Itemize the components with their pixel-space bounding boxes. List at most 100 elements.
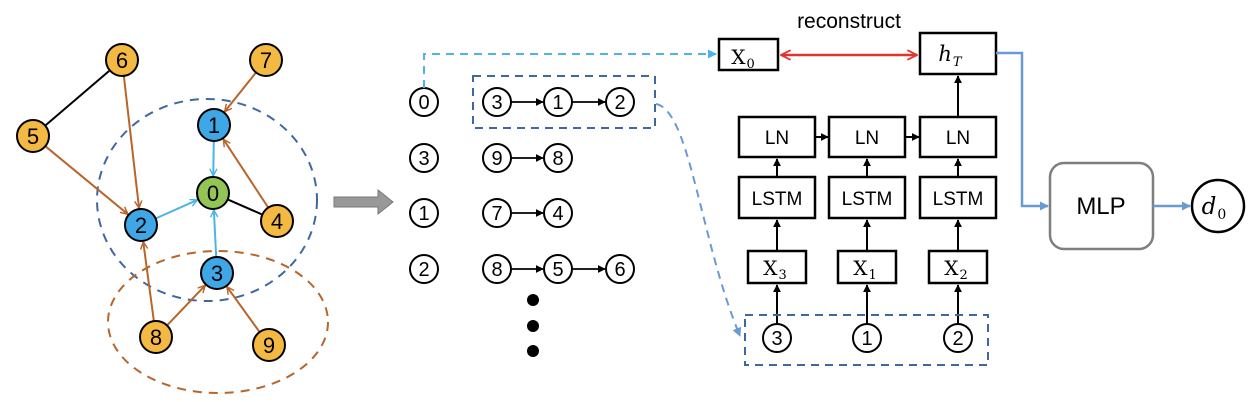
embedding-label: X2 <box>944 256 968 283</box>
graph-node-label: 4 <box>271 209 283 234</box>
output-sub: 0 <box>1217 207 1226 223</box>
selected-sequence-box <box>472 75 656 129</box>
input-graph: 0 1 2 3 4 5 6 7 8 9 <box>16 43 329 394</box>
sequence-node-label: 8 <box>552 148 563 170</box>
lstm-box <box>827 175 907 220</box>
neighborhood-region-1hop <box>96 98 318 302</box>
x0-box: X0 <box>717 37 780 72</box>
graph-edge-8-2 <box>143 242 155 322</box>
sequence-chain-node: 5 <box>543 254 573 284</box>
lstm-label: LSTM <box>933 189 984 210</box>
sequence-to-inputs-connector <box>655 103 742 337</box>
embedding-symbol: X <box>853 256 868 280</box>
output-label: d <box>1202 194 1217 220</box>
sequence-node-label: 3 <box>418 148 429 170</box>
hidden-state-box: hT <box>918 31 998 76</box>
graph-nodes: 0 1 2 3 4 5 6 7 8 9 <box>16 43 294 362</box>
graph-node-7: 7 <box>249 43 283 77</box>
x0-sub: 0 <box>746 57 754 72</box>
sequence-chain-node: 4 <box>543 198 573 228</box>
sequence-node-label: 0 <box>418 92 429 114</box>
graph-edge-0-4 <box>227 198 262 216</box>
graph-node-1: 1 <box>197 108 231 142</box>
graph-node-0: 0 <box>196 176 230 210</box>
mlp-label: MLP <box>1076 193 1125 220</box>
graph-edge-7-1 <box>225 71 257 111</box>
input-nodes-box <box>744 314 989 366</box>
embedding-label: X3 <box>763 256 787 283</box>
ln-box <box>737 115 817 159</box>
reconstruct-label: reconstruct <box>797 10 901 33</box>
graph-node-4: 4 <box>260 204 294 238</box>
svg-text:d0: d0 <box>1202 194 1227 223</box>
ln-box <box>918 115 998 159</box>
lstm-label: LSTM <box>842 189 893 210</box>
embedding-subscript: 1 <box>868 268 876 283</box>
input-node-label: 1 <box>861 328 872 350</box>
graph-edges <box>44 70 270 333</box>
sequence-node-label: 1 <box>552 92 563 114</box>
graph-edge-3-0 <box>214 210 216 258</box>
sequence-root-node: 2 <box>409 254 439 284</box>
sequence-chain-node: 2 <box>605 87 635 117</box>
input-node-label: 3 <box>771 328 782 350</box>
mlp-box: MLP <box>1048 161 1155 251</box>
hT-to-mlp-connector <box>996 51 1049 211</box>
graph-node-label: 8 <box>150 325 162 350</box>
sequence-chain-node: 7 <box>482 198 512 228</box>
graph-node-3: 3 <box>200 256 234 290</box>
output-node: d0 <box>1190 178 1246 234</box>
sequence-root-node: 0 <box>409 87 439 117</box>
graph-node-label: 9 <box>263 333 275 358</box>
graph-node-2: 2 <box>124 208 158 242</box>
hT-sub: T <box>953 55 963 70</box>
graph-edge-4-1 <box>223 139 270 209</box>
sequence-root-node: 1 <box>409 198 439 228</box>
graph-node-8: 8 <box>139 320 173 354</box>
embedding-subscript: 3 <box>778 268 786 283</box>
sequence-chain-node: 8 <box>482 254 512 284</box>
sequence-root-node: 3 <box>409 143 439 173</box>
sequence-node-label: 2 <box>614 92 625 114</box>
ln-label: LN <box>855 128 879 149</box>
graph-node-5: 5 <box>16 119 50 153</box>
more-sequences-ellipsis <box>527 294 539 357</box>
sequence-chain-node: 1 <box>543 87 573 117</box>
sequence-chain-node: 8 <box>543 143 573 173</box>
graph-edge-6-2 <box>122 75 139 208</box>
sequence-node-label: 5 <box>552 259 563 281</box>
hT-label: h <box>938 42 952 66</box>
graph-node-6: 6 <box>105 43 139 77</box>
input-node-label: 2 <box>952 328 963 350</box>
graph-node-label: 0 <box>207 181 219 206</box>
sequence-node-label: 8 <box>491 259 502 281</box>
sequence-node-label: 1 <box>418 203 429 225</box>
sequence-chain-node: 6 <box>605 254 635 284</box>
graph-node-label: 6 <box>116 48 128 73</box>
graph-edge-2-0 <box>155 200 198 220</box>
ln-label: LN <box>765 128 789 149</box>
svg-text:X0: X0 <box>731 45 755 72</box>
graph-node-label: 7 <box>260 48 272 73</box>
x0-label: X <box>731 45 746 69</box>
embedding-label: X1 <box>853 256 877 283</box>
neighborhood-region-2hop <box>107 250 329 394</box>
sequence-node-label: 3 <box>491 92 502 114</box>
sequence-row: 0 3 1 2 <box>409 87 635 117</box>
sequence-node-label: 2 <box>418 259 429 281</box>
root-to-x0-connector <box>423 49 717 88</box>
graph-node-label: 2 <box>135 213 147 238</box>
lstm-label: LSTM <box>752 189 803 210</box>
sequence-node-label: 6 <box>614 259 625 281</box>
graph-edge-5-2 <box>44 145 128 214</box>
sequence-row: 2 8 5 6 <box>409 254 635 284</box>
graph-edge-5-6 <box>44 70 110 127</box>
graph-edge-8-3 <box>166 285 205 327</box>
graph-node-9: 9 <box>252 328 286 362</box>
